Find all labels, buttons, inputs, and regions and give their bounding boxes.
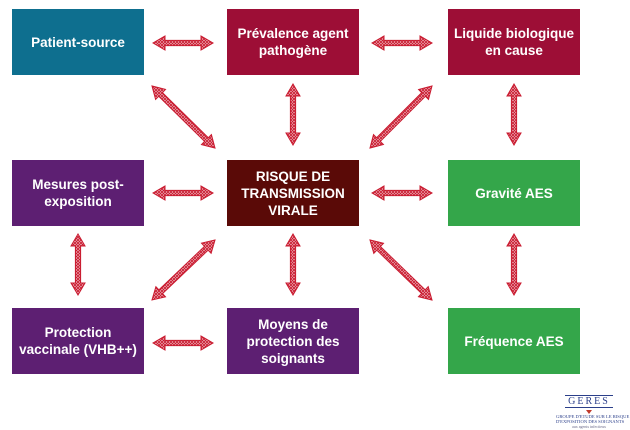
logo-name: GERES [565, 395, 613, 408]
prevalence-label: Prévalence agent pathogène [237, 26, 349, 58]
vaccine-label: Protection vaccinale (VHB++) [19, 325, 137, 357]
liquid-label: Liquide biologique en cause [454, 26, 574, 58]
patient-source-label: Patient-source [31, 34, 125, 50]
risk-label: RISQUE DE TRANSMISSION VIRALE [241, 168, 345, 218]
logo-triangle-icon [586, 410, 592, 414]
arrow-risk-frequency [369, 239, 433, 301]
frequency-label: Fréquence AES [464, 333, 564, 349]
arrow-patient-risk [151, 85, 216, 149]
geres-logo: GERES GROUPE D'ETUDE SUR LE RISQUE D'EXP… [556, 391, 630, 430]
measures-label: Mesures post-exposition [32, 177, 124, 209]
means-label: Moyens de protection des soignants [246, 316, 340, 366]
vaccine-box: Protection vaccinale (VHB++) [12, 308, 144, 374]
gravity-label: Gravité AES [475, 185, 553, 201]
arrow-liquid-risk [369, 85, 433, 149]
frequency-box: Fréquence AES [448, 308, 580, 374]
liquid-box: Liquide biologique en cause [448, 9, 580, 75]
arrow-measures-vaccine [70, 233, 86, 296]
risk-box: RISQUE DE TRANSMISSION VIRALE [227, 160, 359, 226]
arrow-risk-means [285, 233, 301, 296]
arrow-vaccine-means [152, 335, 214, 351]
arrow-gravity-frequency [506, 233, 522, 296]
logo-line-3: aux agents infectieux [572, 424, 606, 430]
arrow-risk-vaccine [151, 239, 216, 301]
arrow-measures-risk [152, 185, 214, 201]
arrow-prevalence-liquid [371, 35, 433, 51]
measures-box: Mesures post-exposition [12, 160, 144, 226]
logo-line-1: GROUPE D'ETUDE SUR LE RISQUE [556, 414, 630, 419]
prevalence-box: Prévalence agent pathogène [227, 9, 359, 75]
arrow-liquid-gravity [506, 83, 522, 146]
gravity-box: Gravité AES [448, 160, 580, 226]
logo-line-2: D'EXPOSITION DES SOIGNANTS [556, 419, 625, 425]
arrow-risk-gravity [371, 185, 433, 201]
arrow-prevalence-risk [285, 83, 301, 146]
means-box: Moyens de protection des soignants [227, 308, 359, 374]
arrow-patient-prevalence [152, 35, 214, 51]
patient-source-box: Patient-source [12, 9, 144, 75]
